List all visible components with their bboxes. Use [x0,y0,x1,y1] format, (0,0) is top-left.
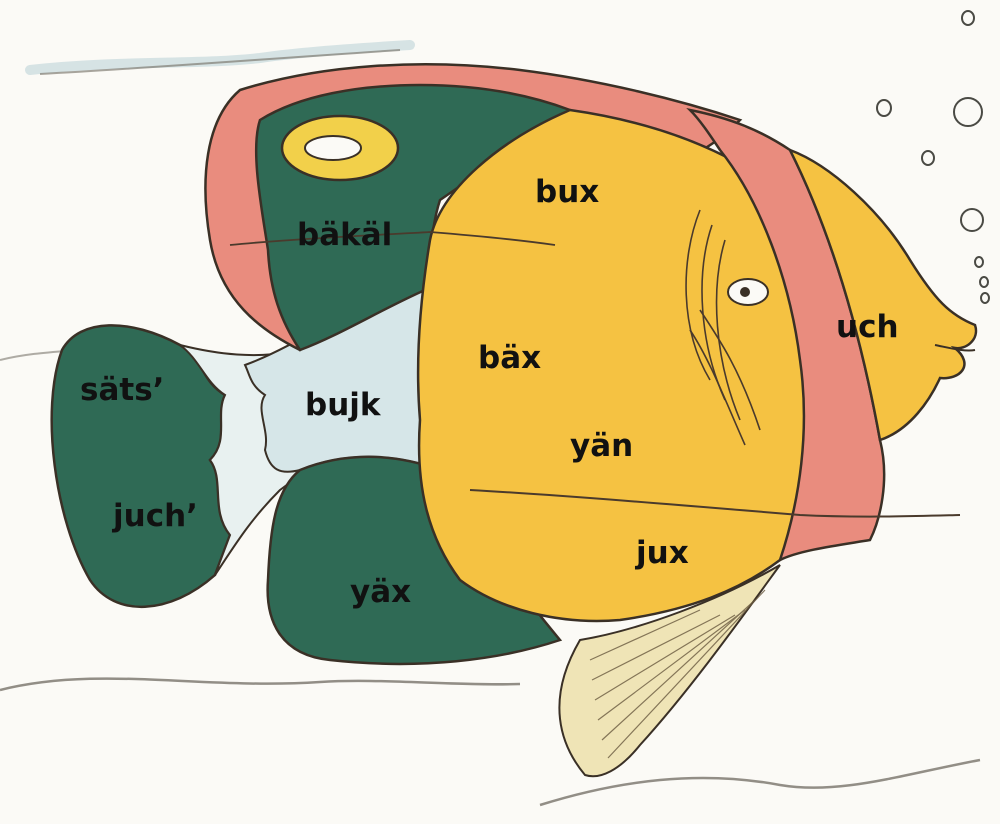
label-bux: bux [535,177,599,208]
label-bakal: bäkäl [297,220,392,251]
label-uch: uch [836,312,899,343]
eye-ring-inner [305,136,361,160]
label-yan: yän [570,431,633,462]
water-line-bottom-left [0,679,520,690]
water-line-top [30,45,410,70]
label-yax: yäx [350,577,411,608]
eye-pupil [740,287,750,297]
label-jux: jux [636,538,689,569]
label-sats: säts’ [80,375,164,406]
label-juch: juch’ [113,501,198,532]
label-bax: bäx [478,343,541,374]
label-bujk: bujk [305,390,381,421]
